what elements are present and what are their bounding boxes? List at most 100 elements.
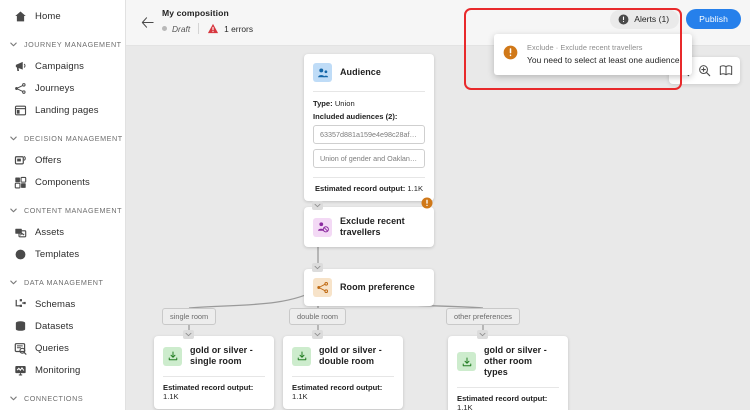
sidebar-item-campaigns[interactable]: Campaigns (0, 56, 125, 77)
node-destination[interactable]: gold or silver - single room Estimated r… (154, 336, 274, 409)
status-dot-icon (162, 26, 167, 31)
sidebar-item-home[interactable]: Home (0, 6, 125, 27)
sidebar-item-datasets[interactable]: Datasets (0, 316, 125, 337)
divider (457, 387, 559, 388)
alert-circle-icon (618, 14, 629, 25)
destination-icon (292, 346, 311, 366)
queries-icon (13, 342, 27, 356)
node-room-preference[interactable]: Room preference (304, 269, 434, 306)
journey-icon (13, 82, 27, 96)
sidebar-item-monitoring[interactable]: Monitoring (0, 360, 125, 381)
destination-output-row: Estimated record output: 1.1K (154, 377, 274, 409)
sidebar-section-journey-management[interactable]: Journey Management (0, 34, 125, 54)
node-destination-header: gold or silver - single room (154, 336, 274, 376)
audience-output-row: Estimated record output: 1.1K (304, 178, 434, 201)
sidebar-item-templates[interactable]: Templates (0, 244, 125, 265)
node-room-preference-header: Room preference (304, 269, 434, 306)
sidebar-partial-item (13, 399, 16, 410)
sidebar-item-queries[interactable]: Queries (0, 338, 125, 359)
sidebar-section-content-management[interactable]: Content Management (0, 200, 125, 220)
main-area: My composition Draft 1 errors (126, 0, 750, 410)
node-handle[interactable] (312, 263, 323, 272)
node-destination-title: gold or silver - other room types (484, 345, 547, 377)
landing-page-icon (13, 104, 27, 118)
errors-count: 1 errors (224, 23, 254, 34)
sidebar-section-data-management[interactable]: Data Management (0, 272, 125, 292)
sidebar-item-offers[interactable]: Offers (0, 150, 125, 171)
branch-label[interactable]: double room (289, 308, 347, 325)
sidebar-item-landing-pages[interactable]: Landing pages (0, 100, 125, 121)
sidebar-section-label: Journey Management (24, 39, 122, 49)
sidebar-item-schemas[interactable]: Schemas (0, 294, 125, 315)
fit-view-button[interactable] (716, 61, 735, 80)
sidebar-item-label: Assets (35, 227, 65, 238)
node-exclude-title: Exclude recent travellers (340, 216, 405, 237)
back-arrow-icon[interactable] (134, 9, 160, 35)
alert-message: You need to select at least one audience… (527, 55, 682, 65)
chevron-down-icon (8, 133, 18, 143)
node-destination-header: gold or silver - double room (283, 336, 403, 376)
publish-button[interactable]: Publish (686, 9, 741, 29)
divider (313, 177, 425, 178)
alert-popover[interactable]: Exclude · Exclude recent travellers You … (494, 34, 692, 75)
destination-output-label: Estimated record output: (457, 394, 548, 403)
node-room-preference-title: Room preference (340, 282, 415, 292)
page-title: My composition (162, 8, 229, 18)
node-handle[interactable] (477, 330, 488, 339)
sidebar-section-connections[interactable]: Connections (0, 388, 125, 408)
datasets-icon (13, 320, 27, 334)
templates-icon (13, 248, 27, 262)
audience-icon (313, 63, 332, 82)
flow-canvas[interactable]: Audience Type: Union Included audiences … (126, 46, 750, 410)
sidebar-item-label: Home (35, 11, 61, 22)
sidebar-section-label: Data Management (24, 277, 104, 287)
sidebar-item-label: Schemas (35, 299, 76, 310)
alerts-button[interactable]: Alerts (1) (610, 9, 680, 29)
node-audience-body: Type: Union Included audiences (2): 6335… (304, 92, 434, 177)
alerts-button-label: Alerts (1) (634, 14, 670, 24)
branch-label[interactable]: single room (162, 308, 217, 325)
chevron-down-icon (8, 393, 18, 403)
sidebar-item-assets[interactable]: Assets (0, 222, 125, 243)
status-row: Draft 1 errors (162, 23, 253, 34)
divider (198, 23, 200, 34)
branch-label[interactable]: other preferences (446, 308, 520, 325)
audience-pill[interactable]: 63357d881a159e4e98c28af6_16... (313, 125, 425, 144)
node-destination-header: gold or silver - other room types (448, 336, 568, 387)
node-exclude-header: Exclude recent travellers (304, 207, 434, 247)
megaphone-icon (13, 60, 27, 74)
destination-output-value: 1.1K (292, 392, 308, 401)
alert-circle-orange-icon[interactable] (421, 196, 433, 209)
sidebar-item-journeys[interactable]: Journeys (0, 78, 125, 99)
node-handle[interactable] (312, 330, 323, 339)
destination-icon (163, 346, 182, 366)
sidebar-section-decision-management[interactable]: Decision Management (0, 128, 125, 148)
chevron-down-icon (8, 205, 18, 215)
left-sidebar: HomeJourney ManagementCampaignsJourneysL… (0, 0, 126, 410)
sidebar-item-components[interactable]: Components (0, 172, 125, 193)
sidebar-item-label: Templates (35, 249, 80, 260)
destination-output-label: Estimated record output: (292, 383, 383, 392)
audience-output-value: 1.1K (407, 184, 424, 193)
destination-output-label: Estimated record output: (163, 383, 254, 392)
node-audience[interactable]: Audience Type: Union Included audiences … (304, 54, 434, 201)
node-handle[interactable] (312, 201, 323, 210)
sidebar-item-label: Datasets (35, 321, 74, 332)
error-triangle-icon (207, 23, 219, 34)
sidebar-item-label: Components (35, 177, 90, 188)
node-destination[interactable]: gold or silver - other room types Estima… (448, 336, 568, 410)
node-handle[interactable] (183, 330, 194, 339)
sidebar-item-label: Journeys (35, 83, 75, 94)
node-exclude[interactable]: Exclude recent travellers (304, 207, 434, 247)
node-destination[interactable]: gold or silver - double room Estimated r… (283, 336, 403, 409)
sidebar-item-label: Campaigns (35, 61, 84, 72)
audience-pill[interactable]: Union of gender and Oakland s... (313, 149, 425, 168)
sidebar-item-label: Offers (35, 155, 62, 166)
node-destination-title: gold or silver - double room (319, 345, 382, 366)
sidebar-section-label: Content Management (24, 205, 123, 215)
destination-icon (457, 352, 476, 371)
included-audiences-label: Included audiences (2): (313, 112, 398, 121)
components-icon (13, 176, 27, 190)
zoom-in-button[interactable] (695, 61, 714, 80)
